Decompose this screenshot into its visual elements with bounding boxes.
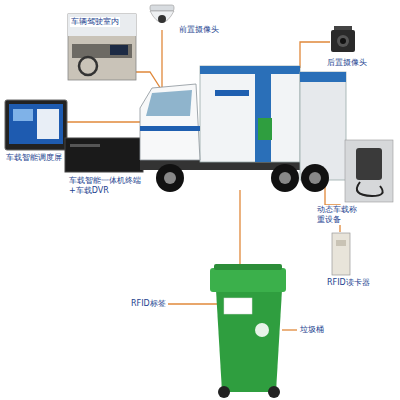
terminal-box: [65, 138, 143, 172]
callout-label: RFID读卡器: [326, 278, 371, 288]
garbage-bin: [210, 264, 286, 398]
dome-camera: [150, 5, 174, 23]
callout-label: 车载智能一体机终端+车载DVR: [68, 176, 150, 196]
callout-label: 车载智能调度屏: [5, 153, 63, 163]
callout-label: 车辆驾驶室内: [70, 17, 120, 27]
callout-label: RFID标签: [130, 299, 167, 309]
weighing-device: [345, 140, 393, 202]
callout-label: 垃圾桶: [299, 325, 325, 335]
callout-label: 动态车载称重设备: [316, 205, 358, 225]
cab-photo: [68, 14, 136, 80]
callout-label: 前置摄像头: [178, 25, 220, 35]
dispatch-screen: [5, 100, 67, 150]
callout-label: 后置摄像头: [326, 58, 368, 68]
garbage-truck: [140, 66, 355, 192]
rear-camera: [331, 26, 355, 52]
rfid-reader: [332, 233, 350, 275]
